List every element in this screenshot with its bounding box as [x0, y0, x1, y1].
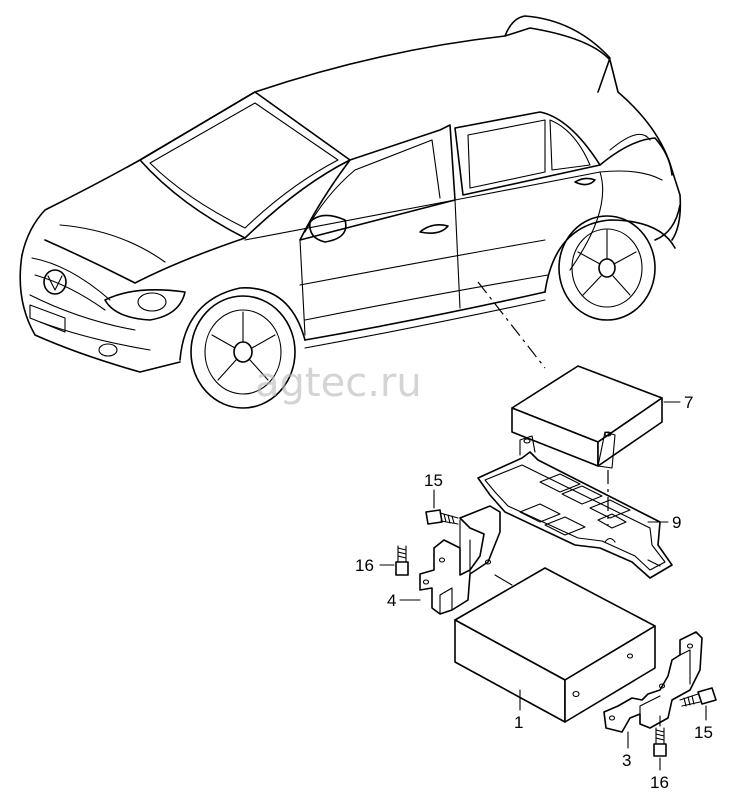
part-9-mounting-bracket — [477, 435, 673, 579]
callout-7: 7 — [684, 393, 693, 412]
callout-1: 1 — [514, 713, 523, 732]
callout-16-left: 16 — [355, 556, 374, 575]
car-illustration — [19, 15, 682, 409]
part-16-bolt-left — [395, 545, 409, 576]
callout-15-right: 15 — [694, 723, 713, 742]
part-4-side-bracket — [419, 505, 501, 615]
callout-15-upper: 15 — [424, 471, 443, 490]
part-15-bolt-upper — [425, 509, 459, 525]
part-16-bolt-right — [653, 715, 667, 757]
part-1-main-unit — [454, 567, 656, 723]
watermark-text: agtec.ru — [255, 360, 422, 406]
part-7-control-module — [511, 365, 663, 469]
leader-car-to-module — [477, 281, 546, 369]
part-15-bolt-right — [679, 687, 717, 707]
callout-16-right: 16 — [650, 773, 669, 792]
callout-9: 9 — [672, 513, 681, 532]
callout-4: 4 — [387, 591, 396, 610]
leader-bracket-to-unit — [494, 574, 513, 586]
callout-3: 3 — [622, 751, 631, 770]
part-3-side-bracket — [603, 631, 703, 733]
